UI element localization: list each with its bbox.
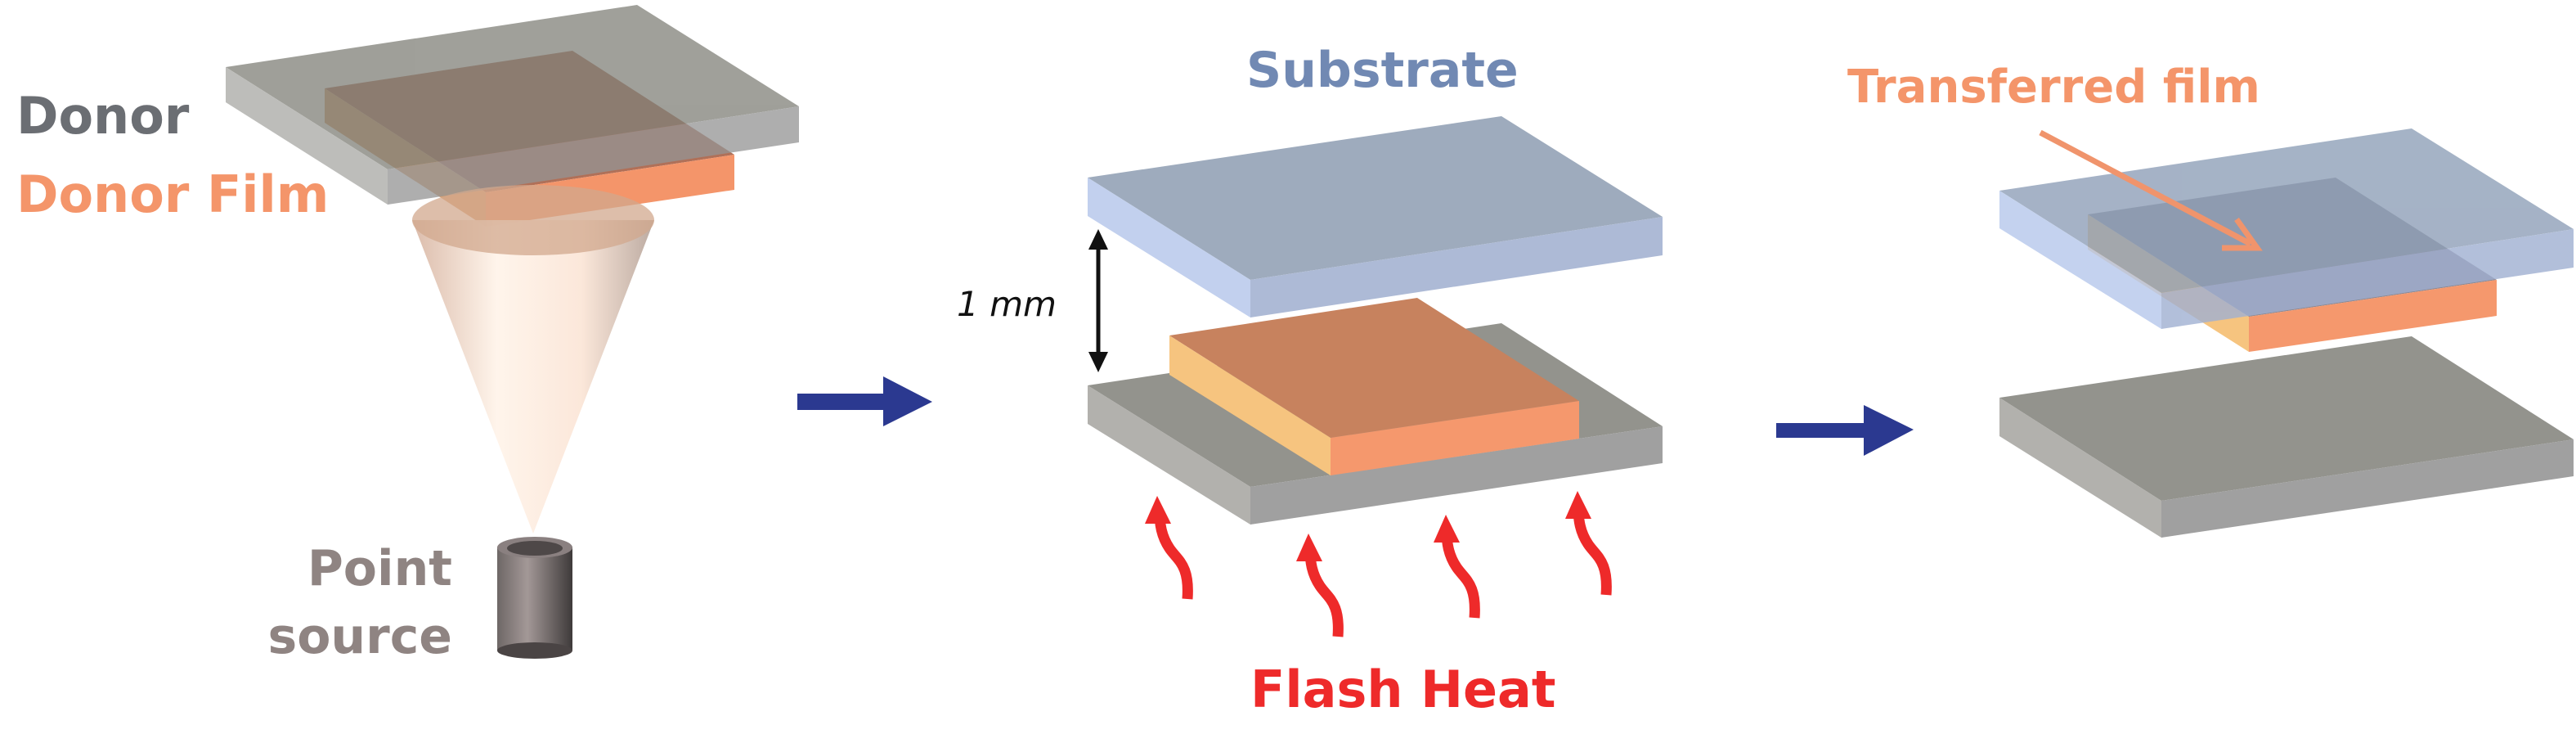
donor-slab (226, 5, 799, 205)
heat-arrow-icon (1434, 515, 1480, 619)
substrate-slab (1088, 116, 1663, 317)
substrate-slab (1999, 128, 2574, 329)
heat-arrow-icon (1296, 534, 1344, 637)
pointer-arrow-icon (2039, 129, 2263, 251)
panel-deposition: Donor Donor Film Point source (16, 5, 799, 665)
donor-film (1169, 298, 1579, 475)
gap-label: 1 mm (957, 284, 1057, 324)
step-arrow-icon (797, 376, 932, 426)
heat-arrows (1145, 491, 1612, 637)
vapor-cone (412, 185, 654, 534)
heat-arrow-icon (1565, 491, 1612, 596)
point-source-crucible (497, 537, 572, 659)
donor-film-label: Donor Film (16, 164, 329, 224)
donor-label: Donor (16, 86, 190, 146)
gap-dimension-arrow-icon (1088, 229, 1108, 372)
heat-arrow-icon (1145, 496, 1193, 600)
panel-result: Transferred film (1847, 61, 2574, 538)
source-label: source (268, 608, 453, 665)
transferred-film-label: Transferred film (1847, 61, 2260, 114)
substrate-label: Substrate (1246, 42, 1519, 99)
panel-flash-heating: 1 mm Substrate Flash Heat (957, 42, 1663, 719)
flash-heat-label: Flash Heat (1250, 660, 1555, 719)
donor-slab (1999, 336, 2574, 538)
point-label: Point (307, 540, 452, 597)
step-arrow-icon (1776, 405, 1914, 456)
